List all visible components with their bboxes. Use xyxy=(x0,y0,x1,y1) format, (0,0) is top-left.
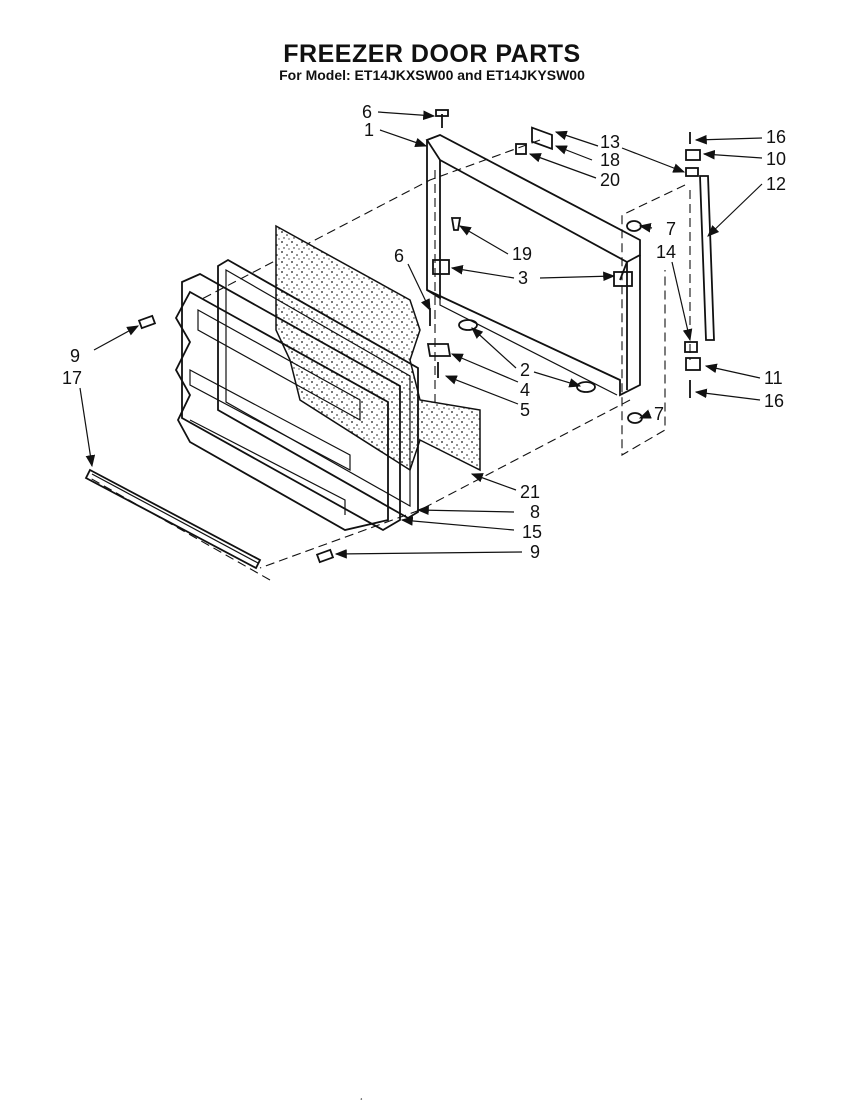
page-footer-mark: ¸ xyxy=(360,1090,363,1100)
assembly-lines xyxy=(89,139,691,581)
callout-7-top: 7 xyxy=(666,219,676,239)
callout-3: 3 xyxy=(518,268,528,288)
diagram-title: FREEZER DOOR PARTS xyxy=(283,40,581,68)
callout-4: 4 xyxy=(520,380,530,400)
callout-12: 12 xyxy=(766,174,786,194)
side-trim-part xyxy=(684,132,715,398)
callout-1: 1 xyxy=(364,120,374,140)
callout-8: 8 xyxy=(530,502,540,522)
callout-7-bottom: 7 xyxy=(654,404,664,424)
callout-18: 18 xyxy=(600,150,620,170)
callout-5: 5 xyxy=(520,400,530,420)
leader-lines xyxy=(79,110,763,559)
callout-19: 19 xyxy=(512,244,532,264)
door-liner-shelves xyxy=(174,290,389,531)
callout-13: 13 xyxy=(600,132,620,152)
callout-20: 20 xyxy=(600,170,620,190)
callout-16-top: 16 xyxy=(766,127,786,147)
door-frame-part xyxy=(425,134,641,397)
door-insulation xyxy=(275,224,481,472)
door-trim-strip xyxy=(84,468,262,570)
callout-16-bottom: 16 xyxy=(764,391,784,411)
callout-9-left: 9 xyxy=(70,346,80,366)
callout-11: 11 xyxy=(764,368,783,388)
callout-9-bottom: 9 xyxy=(530,542,540,562)
screws-part9 xyxy=(137,314,335,564)
callout-21: 21 xyxy=(520,482,540,502)
callout-17: 17 xyxy=(62,368,82,388)
callout-2: 2 xyxy=(520,360,530,380)
callout-15: 15 xyxy=(522,522,542,542)
outer-door-panel xyxy=(181,272,401,532)
callout-6-mid: 6 xyxy=(394,246,404,266)
model-subtitle: For Model: ET14JKXSW00 and ET14JKYSW00 xyxy=(279,67,585,83)
callout-14: 14 xyxy=(656,242,676,262)
callout-10: 10 xyxy=(766,149,786,169)
callout-6-top: 6 xyxy=(362,102,372,122)
